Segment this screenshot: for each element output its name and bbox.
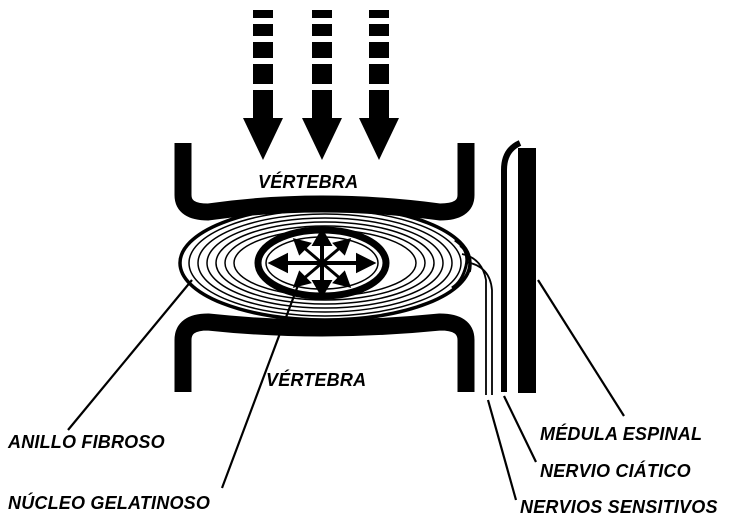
leader-medula xyxy=(538,280,624,416)
label-vertebra-bottom: VÉRTEBRA xyxy=(266,370,366,391)
pressure-arrow-left xyxy=(243,10,283,160)
leader-anillo xyxy=(68,280,192,430)
leader-ciatico xyxy=(504,396,536,462)
pressure-arrow-center xyxy=(302,10,342,160)
nervio-ciatico xyxy=(504,143,520,392)
pressure-arrows xyxy=(243,10,399,160)
medula-espinal xyxy=(518,148,536,393)
nucleo-gelatinoso xyxy=(258,230,386,296)
label-vertebra-top: VÉRTEBRA xyxy=(258,172,358,193)
label-medula-espinal: MÉDULA ESPINAL xyxy=(540,424,702,445)
leader-sensitivos xyxy=(488,400,516,500)
label-nucleo-gelatinoso: NÚCLEO GELATINOSO xyxy=(8,493,210,514)
label-nervio-ciatico: NERVIO CIÁTICO xyxy=(540,461,691,482)
label-anillo-fibroso: ANILLO FIBROSO xyxy=(8,432,165,453)
pressure-arrow-right xyxy=(359,10,399,160)
label-nervios-sensitivos: NERVIOS SENSITIVOS xyxy=(520,497,718,518)
